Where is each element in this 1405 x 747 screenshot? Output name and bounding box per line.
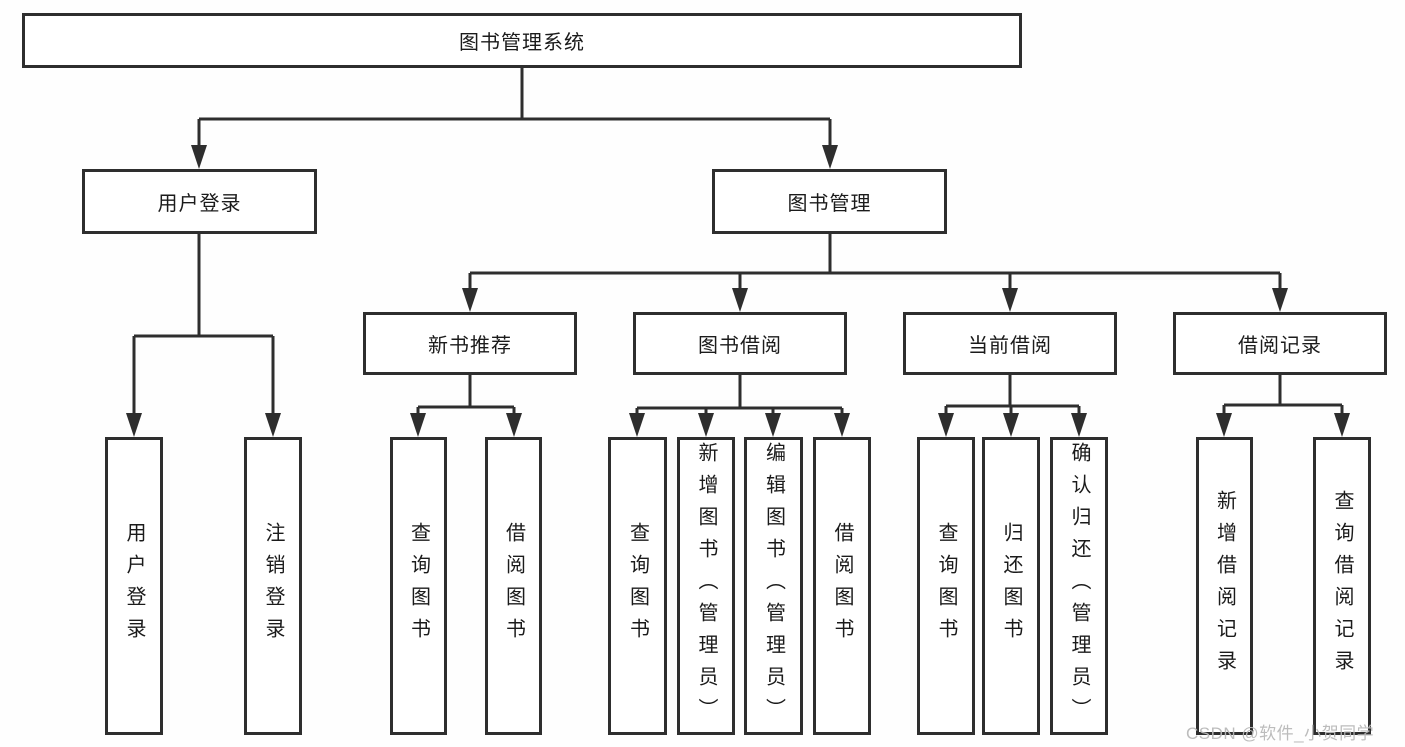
leaf-borrow-books-borrowing: 借阅图书 xyxy=(813,437,871,735)
node-borrowing-records: 借阅记录 xyxy=(1173,312,1387,375)
leaf-add-borrow-record-label: 新增借阅记录 xyxy=(1213,490,1236,682)
leaf-user-login-label: 用户登录 xyxy=(123,522,145,650)
leaf-query-borrow-record: 查询借阅记录 xyxy=(1313,437,1371,735)
leaf-edit-books-admin: 编辑图书（管理员） xyxy=(744,437,803,735)
leaf-user-login: 用户登录 xyxy=(105,437,163,735)
node-book-borrowing: 图书借阅 xyxy=(633,312,847,375)
leaf-query-books-recommend-label: 查询图书 xyxy=(407,522,430,650)
node-book-management: 图书管理 xyxy=(712,169,947,234)
leaf-confirm-return-admin: 确认归还（管理员） xyxy=(1050,437,1108,735)
leaf-return-books: 归还图书 xyxy=(982,437,1040,735)
leaf-borrow-books-borrowing-label: 借阅图书 xyxy=(831,522,853,650)
node-new-book-recommend: 新书推荐 xyxy=(363,312,577,375)
leaf-borrow-books-recommend: 借阅图书 xyxy=(485,437,542,735)
arrowheads xyxy=(126,145,1350,437)
leaf-query-books-borrowing: 查询图书 xyxy=(608,437,667,735)
leaf-borrow-books-recommend-label: 借阅图书 xyxy=(502,522,525,650)
node-user-login-branch: 用户登录 xyxy=(82,169,317,234)
leaf-query-books-current: 查询图书 xyxy=(917,437,975,735)
node-root-system: 图书管理系统 xyxy=(22,13,1022,68)
leaf-query-borrow-record-label: 查询借阅记录 xyxy=(1331,490,1353,682)
leaf-query-books-current-label: 查询图书 xyxy=(935,522,957,650)
leaf-edit-books-admin-label: 编辑图书（管理员） xyxy=(762,442,785,730)
watermark: CSDN @软件_小贺同学 xyxy=(1186,724,1375,743)
leaf-add-borrow-record: 新增借阅记录 xyxy=(1196,437,1253,735)
leaf-query-books-recommend: 查询图书 xyxy=(390,437,447,735)
leaf-logout: 注销登录 xyxy=(244,437,302,735)
leaf-add-books-admin-label: 新增图书（管理员） xyxy=(695,442,717,730)
leaf-query-books-borrowing-label: 查询图书 xyxy=(626,522,649,650)
node-current-borrowing: 当前借阅 xyxy=(903,312,1117,375)
leaf-logout-label: 注销登录 xyxy=(262,522,284,650)
leaf-return-books-label: 归还图书 xyxy=(1000,522,1022,650)
leaf-add-books-admin: 新增图书（管理员） xyxy=(677,437,735,735)
leaf-confirm-return-admin-label: 确认归还（管理员） xyxy=(1068,442,1090,730)
